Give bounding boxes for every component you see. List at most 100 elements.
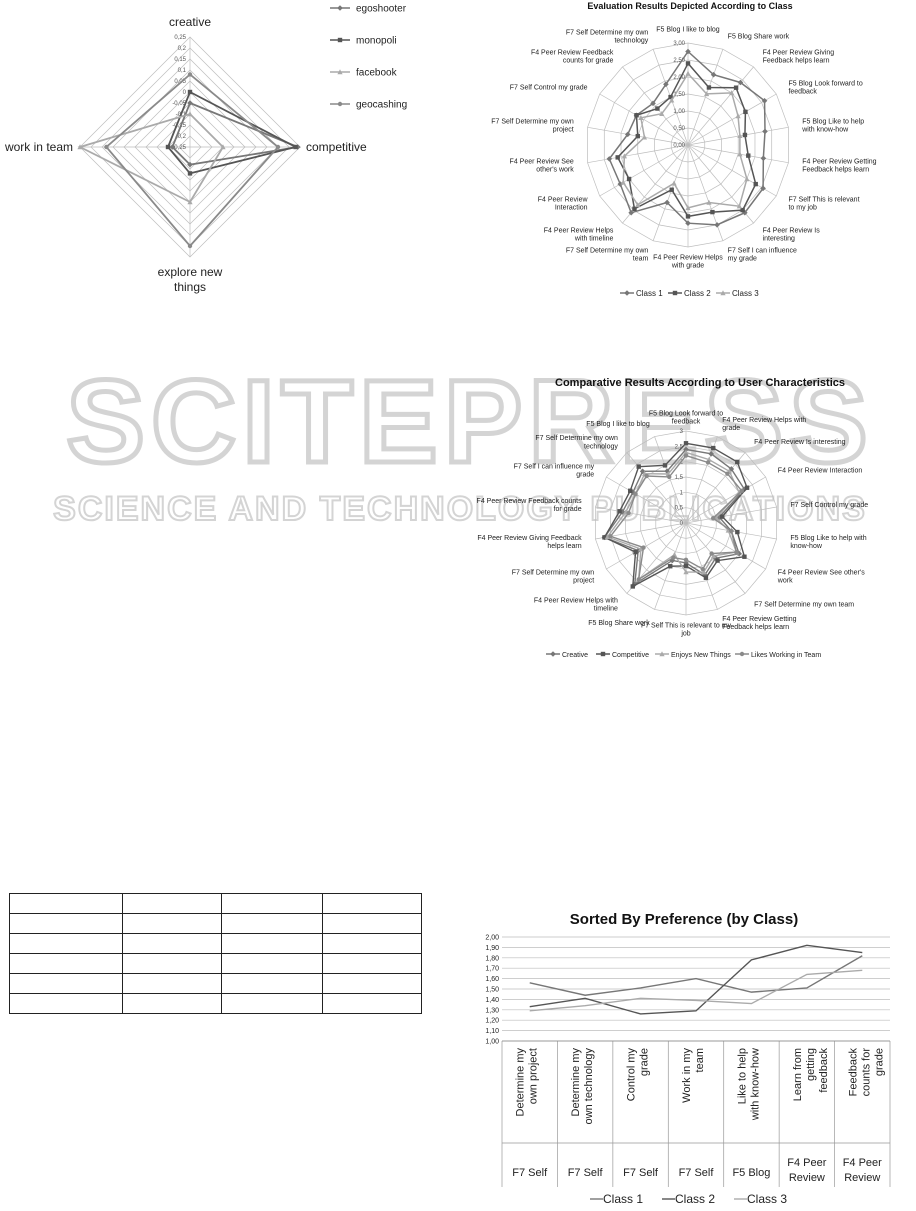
radar-data-point (628, 488, 633, 493)
radar-data-point (626, 510, 631, 516)
radar-tick-label: 2,5 (675, 444, 684, 450)
radar-data-point (743, 109, 748, 115)
radar-data-point (187, 161, 193, 168)
radar-data-point (187, 89, 193, 95)
radar-data-point (742, 554, 747, 559)
radar-data-point (655, 106, 660, 111)
radar-series-line-3 (622, 72, 748, 209)
radar-axis-label: F4 Peer Review Interaction (778, 467, 863, 474)
radar-series-line-3 (77, 112, 225, 204)
radar-data-point (739, 488, 744, 493)
radar-data-point (624, 131, 631, 138)
legend-label: geocashing (356, 100, 407, 111)
radar-spoke (652, 144, 689, 241)
radar-spoke (599, 93, 689, 146)
chart-title: Comparative Results According to User Ch… (555, 377, 845, 389)
radar-data-point (705, 460, 711, 465)
radar-data-point (671, 180, 677, 186)
legend-marker (600, 651, 606, 657)
legend-marker (337, 5, 343, 11)
radar-spoke (687, 49, 724, 146)
radar-data-point (728, 466, 735, 472)
table-row (9, 993, 422, 1014)
legend-label: Likes Working in Team (751, 652, 821, 659)
radar-data-point (615, 155, 620, 160)
legend-label: Creative (562, 652, 588, 659)
radar-data-point (663, 81, 669, 88)
radar-spoke (595, 506, 687, 524)
legend-label: facebook (356, 68, 398, 79)
table-cell (322, 913, 422, 934)
radar-data-point (733, 85, 739, 90)
radar-data-point (737, 133, 743, 139)
radar-data-point (638, 115, 644, 120)
radar-data-point (735, 459, 740, 465)
legend-label: Class 3 (732, 289, 759, 298)
radar-axis-label: F5 Blog Share work (588, 620, 650, 627)
radar-data-point (293, 144, 298, 150)
x-tick-label: Determine myown project (515, 1048, 540, 1117)
table-cell (9, 993, 123, 1014)
x-tick-label: Determine myown technology (570, 1048, 595, 1125)
radar-spoke (687, 126, 789, 146)
radar-axis-label: F7 Self Determine my own team (754, 602, 854, 609)
legend-label: Class 2 (684, 289, 711, 298)
radar-data-point (668, 94, 673, 100)
radar-spoke (685, 452, 746, 524)
empty-table (9, 893, 422, 1014)
radar-data-point (104, 144, 109, 150)
radar-data-point (638, 546, 644, 552)
user-characteristics-radar-chart: Comparative Results According to User Ch… (477, 377, 869, 659)
radar-data-point (635, 202, 641, 208)
radar-series-line-4 (105, 73, 280, 248)
radar-data-point (683, 563, 689, 569)
radar-spoke (687, 66, 754, 146)
radar-data-point (187, 199, 193, 205)
radar-data-point (604, 534, 611, 540)
y-tick-label: 1,00 (485, 1039, 499, 1046)
legend-label: Class 1 (636, 289, 663, 298)
legend-label: Class 1 (603, 1192, 643, 1206)
radar-data-point (760, 185, 766, 192)
table-cell (221, 893, 323, 914)
y-tick-label: 1,80 (485, 955, 499, 962)
radar-data-point (711, 445, 716, 451)
legend-marker (550, 651, 556, 657)
radar-tick-label: 0,25 (174, 35, 186, 41)
y-tick-label: 1,50 (485, 987, 499, 994)
radar-tick-label: 0,50 (673, 126, 685, 132)
table-row (9, 973, 422, 994)
table-cell (221, 913, 323, 934)
radar-tick-label: 3 (680, 429, 684, 435)
radar-data-point (704, 91, 710, 97)
table-row (9, 933, 422, 954)
radar-data-point (683, 569, 689, 575)
radar-data-point (715, 558, 720, 563)
radar-spoke (622, 66, 689, 146)
radar-data-point (735, 529, 740, 535)
radar-tick-label: 1,00 (673, 109, 685, 115)
radar-tick-label: 0,2 (178, 46, 187, 52)
radar-data-point (621, 153, 627, 159)
radar-data-point (635, 133, 640, 139)
radar-tick-label: -0,2 (176, 134, 187, 140)
radar-tick-label: 1,5 (675, 475, 684, 481)
radar-data-point (602, 535, 607, 540)
radar-data-point (187, 171, 193, 176)
radar-data-point (683, 449, 689, 455)
radar-data-point (667, 474, 672, 480)
radar-data-point (703, 575, 709, 580)
radar-data-point (685, 205, 691, 211)
table-cell (122, 933, 222, 954)
radar-data-point (641, 134, 648, 140)
radar-tick-label: -0,15 (172, 123, 186, 129)
legend-label: Competitive (612, 652, 649, 659)
radar-data-point (669, 97, 675, 103)
radar-data-point (683, 453, 689, 458)
